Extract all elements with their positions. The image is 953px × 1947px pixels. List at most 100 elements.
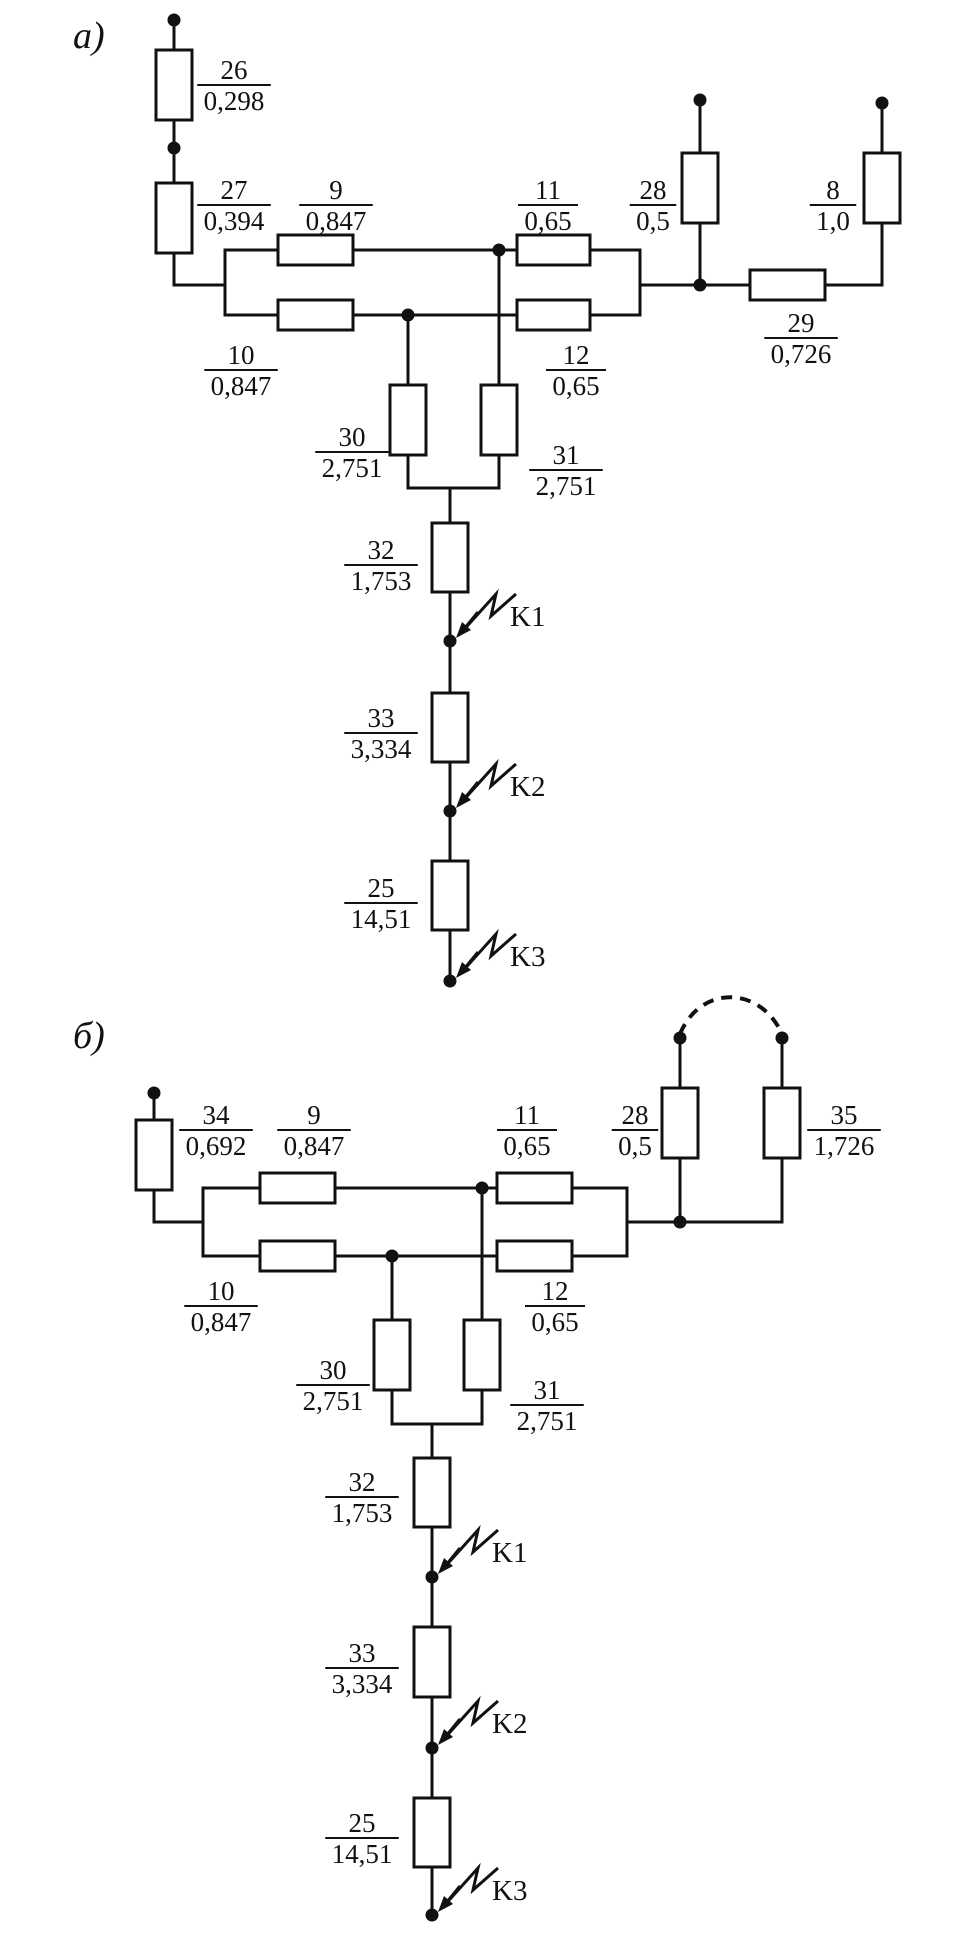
fault-K3: K3 [456,928,545,978]
element-number: 31 [534,1375,561,1405]
element-value: 0,5 [618,1131,652,1161]
element-number: 32 [368,535,395,565]
element-value: 1,0 [816,206,850,236]
element-number: 27 [221,175,248,205]
label-r32: 321,753 [325,1467,399,1528]
label-r9: 90,847 [277,1100,351,1161]
panel-label: б) [73,1015,105,1057]
resistor-29 [748,268,827,302]
resistor-27 [154,181,194,255]
element-number: 9 [329,175,343,205]
junction-node [475,1181,489,1195]
element-number: 11 [535,175,561,205]
junction-node [147,1086,161,1100]
arrow-head-icon [438,1729,453,1745]
element-number: 12 [542,1276,569,1306]
element-number: 25 [349,1808,376,1838]
element-number: 25 [368,873,395,903]
element-number: 28 [640,175,667,205]
element-number: 33 [368,703,395,733]
resistor-25 [412,1796,452,1869]
element-value: 0,65 [531,1307,578,1337]
element-number: 26 [221,55,248,85]
resistor-32 [430,521,470,594]
label-r27: 270,394 [197,175,271,236]
resistor-30 [372,1318,412,1392]
label-r33: 333,334 [325,1638,399,1699]
junction-node [443,634,457,648]
element-number: 35 [831,1100,858,1130]
fault-label: K3 [510,941,545,973]
element-value: 0,5 [636,206,670,236]
resistor-30 [388,383,428,457]
resistor-12 [495,1239,574,1273]
panel-label: а) [73,15,105,57]
element-number: 31 [553,440,580,470]
junction-node [401,308,415,322]
label-r31: 312,751 [510,1375,584,1436]
label-r12: 120,65 [525,1276,585,1337]
resistor-25 [430,859,470,932]
element-value: 0,692 [186,1131,247,1161]
wire [390,1388,484,1426]
label-r34: 340,692 [179,1100,253,1161]
fault-K3: K3 [438,1862,527,1912]
resistor-31 [462,1318,502,1392]
label-r33: 333,334 [344,703,418,764]
fault-label: K2 [510,771,545,803]
resistors-layer [134,48,902,1869]
arrow-head-icon [438,1896,453,1912]
resistor-10 [258,1239,337,1273]
element-number: 32 [349,1467,376,1497]
wire [823,221,884,287]
arrow-head-icon [456,622,471,638]
element-value: 0,847 [191,1307,252,1337]
label-r28: 280,5 [629,175,677,236]
resistor-12 [515,298,592,332]
nodes-layer [147,13,889,1922]
resistor-32 [412,1456,452,1529]
label-r35: 351,726 [807,1100,881,1161]
element-number: 30 [339,422,366,452]
resistor-9 [276,233,355,267]
element-value: 3,334 [332,1669,393,1699]
fault-label: K3 [492,1875,527,1907]
element-number: 33 [349,1638,376,1668]
label-r29: 290,726 [764,308,838,369]
junction-node [167,13,181,27]
element-value: 0,298 [204,86,265,116]
junction-node [425,1570,439,1584]
label-r11: 110,65 [497,1100,557,1161]
junction-node [673,1031,687,1045]
fault-K1: K1 [456,588,545,638]
element-value: 2,751 [536,471,597,501]
element-value: 0,847 [306,206,367,236]
junction-node [167,141,181,155]
resistor-28 [680,151,720,225]
label-r10: 100,847 [184,1276,258,1337]
junction-node [385,1249,399,1263]
resistor-9 [258,1171,337,1205]
fault-label: K1 [510,601,545,633]
resistor-10 [276,298,355,332]
labels-layer: а)260,298270,39490,847110,65280,581,0100… [73,15,881,1869]
element-number: 12 [563,340,590,370]
element-number: 9 [307,1100,321,1130]
element-number: 28 [622,1100,649,1130]
junction-node [693,93,707,107]
element-number: 8 [826,175,840,205]
wire [152,1188,205,1224]
resistor-33 [412,1625,452,1699]
label-r32: 321,753 [344,535,418,596]
element-value: 2,751 [303,1386,364,1416]
element-value: 1,753 [332,1498,393,1528]
label-r31: 312,751 [529,440,603,501]
label-r9: 90,847 [299,175,373,236]
resistor-34 [134,1118,174,1192]
element-value: 0,847 [284,1131,345,1161]
